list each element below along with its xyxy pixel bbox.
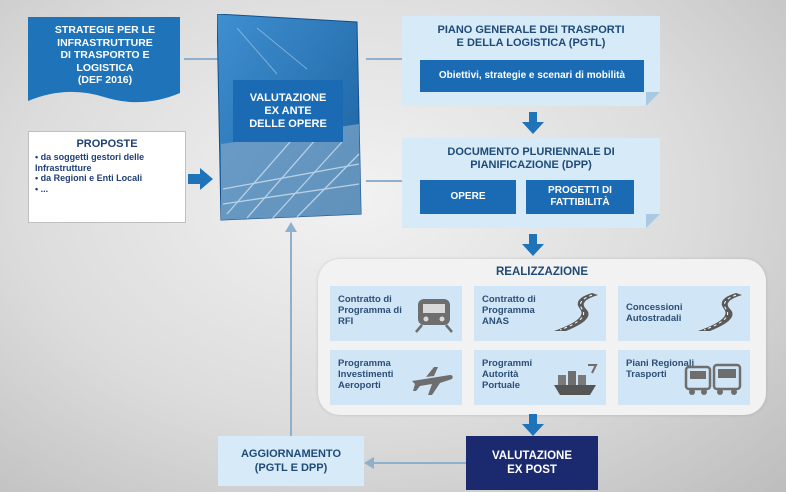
progetti-button[interactable]: PROGETTI DI FATTIBILITÀ xyxy=(526,180,634,214)
proposte-item: • da Regioni e Enti Locali xyxy=(35,173,143,183)
ex-post-line: EX POST xyxy=(507,464,557,476)
proposte-item: • ... xyxy=(35,183,49,194)
card-anas[interactable]: Contratto di Programma ANAS xyxy=(474,286,606,341)
arrow-down-icon xyxy=(522,234,544,256)
dpp-title-line: PIANIFICAZIONE (DPP) xyxy=(470,159,592,171)
realizzazione-title: REALIZZAZIONE xyxy=(496,266,588,278)
strategie-line: DI TRASPORTO E xyxy=(60,49,150,61)
card-label: Contratto di Programma ANAS xyxy=(482,294,536,327)
train-icon xyxy=(415,299,453,333)
pgtl-title: PIANO GENERALE DEI TRASPORTI E DELLA LOG… xyxy=(402,24,660,50)
card-label: Piani Regionali Trasporti xyxy=(626,358,695,380)
pgtl-title-line: PIANO GENERALE DEI TRASPORTI xyxy=(437,24,625,36)
card-rfi[interactable]: Contratto di Programma di RFI xyxy=(330,286,462,341)
connector-line xyxy=(366,58,402,60)
arrow-down-icon xyxy=(522,414,544,436)
card-autostrade[interactable]: Concessioni Autostradali xyxy=(618,286,750,341)
arrow-up-icon xyxy=(285,222,297,232)
ship-icon xyxy=(554,364,598,395)
progetti-line: FATTIBILITÀ xyxy=(550,197,610,208)
strategie-line: STRATEGIE PER LE xyxy=(54,24,156,36)
card-label: Concessioni Autostradali xyxy=(626,302,683,324)
strategie-line: INFRASTRUTTURE xyxy=(57,36,153,49)
aggiornamento-line: (PGTL E DPP) xyxy=(254,462,328,474)
connector-line xyxy=(184,58,220,60)
ex-ante-line: DELLE OPERE xyxy=(249,117,327,130)
aggiornamento-box: AGGIORNAMENTO (PGTL E DPP) xyxy=(218,436,364,486)
feedback-line xyxy=(290,230,292,436)
card-label: Programma Investimenti Aeroporti xyxy=(338,358,394,391)
strategie-line: LOGISTICA xyxy=(76,61,134,74)
pgtl-objectives-button[interactable]: Obiettivi, strategie e scenari di mobili… xyxy=(420,60,644,92)
proposte-box: PROPOSTE • da soggetti gestori delle Inf… xyxy=(28,131,186,223)
connector-line xyxy=(366,180,402,182)
opere-button[interactable]: OPERE xyxy=(420,180,516,214)
strategie-line: (DEF 2016) xyxy=(77,74,133,86)
connector-line xyxy=(372,462,466,464)
arrow-right-icon xyxy=(188,168,213,190)
strategie-banner-shape xyxy=(28,17,180,103)
card-portuale[interactable]: Programmi Autorità Portuale xyxy=(474,350,606,405)
ex-ante-line: VALUTAZIONE xyxy=(249,91,327,104)
pgtl-title-line: E DELLA LOGISTICA (PGTL) xyxy=(456,37,606,49)
strategie-banner: STRATEGIE PER LE INFRASTRUTTURE DI TRASP… xyxy=(30,24,180,87)
dpp-title: DOCUMENTO PLURIENNALE DI PIANIFICAZIONE … xyxy=(402,146,660,172)
arrow-down-icon xyxy=(522,112,544,134)
aggiornamento-line: AGGIORNAMENTO xyxy=(240,448,342,460)
bus-icon xyxy=(684,363,742,395)
card-label: Programmi Autorità Portuale xyxy=(482,358,533,391)
highway-icon xyxy=(698,293,742,331)
dpp-title-line: DOCUMENTO PLURIENNALE DI xyxy=(447,146,615,158)
ex-ante-line: EX ANTE xyxy=(264,104,312,117)
arrow-left-icon xyxy=(364,457,374,469)
card-regionali[interactable]: Piani Regionali Trasporti xyxy=(618,350,750,405)
proposte-item: • da soggetti gestori delle Infrastruttu… xyxy=(35,152,145,173)
airplane-icon xyxy=(412,367,453,395)
card-label: Contratto di Programma di RFI xyxy=(338,294,402,327)
card-aeroporti[interactable]: Programma Investimenti Aeroporti xyxy=(330,350,462,405)
road-icon xyxy=(554,293,598,331)
ex-post-line: VALUTAZIONE xyxy=(491,450,573,462)
valutazione-ex-post-box: VALUTAZIONE EX POST xyxy=(466,436,598,490)
progetti-line: PROGETTI DI xyxy=(548,185,612,196)
proposte-title: PROPOSTE xyxy=(76,138,138,150)
valutazione-ex-ante-label: VALUTAZIONE EX ANTE DELLE OPERE xyxy=(233,80,343,142)
